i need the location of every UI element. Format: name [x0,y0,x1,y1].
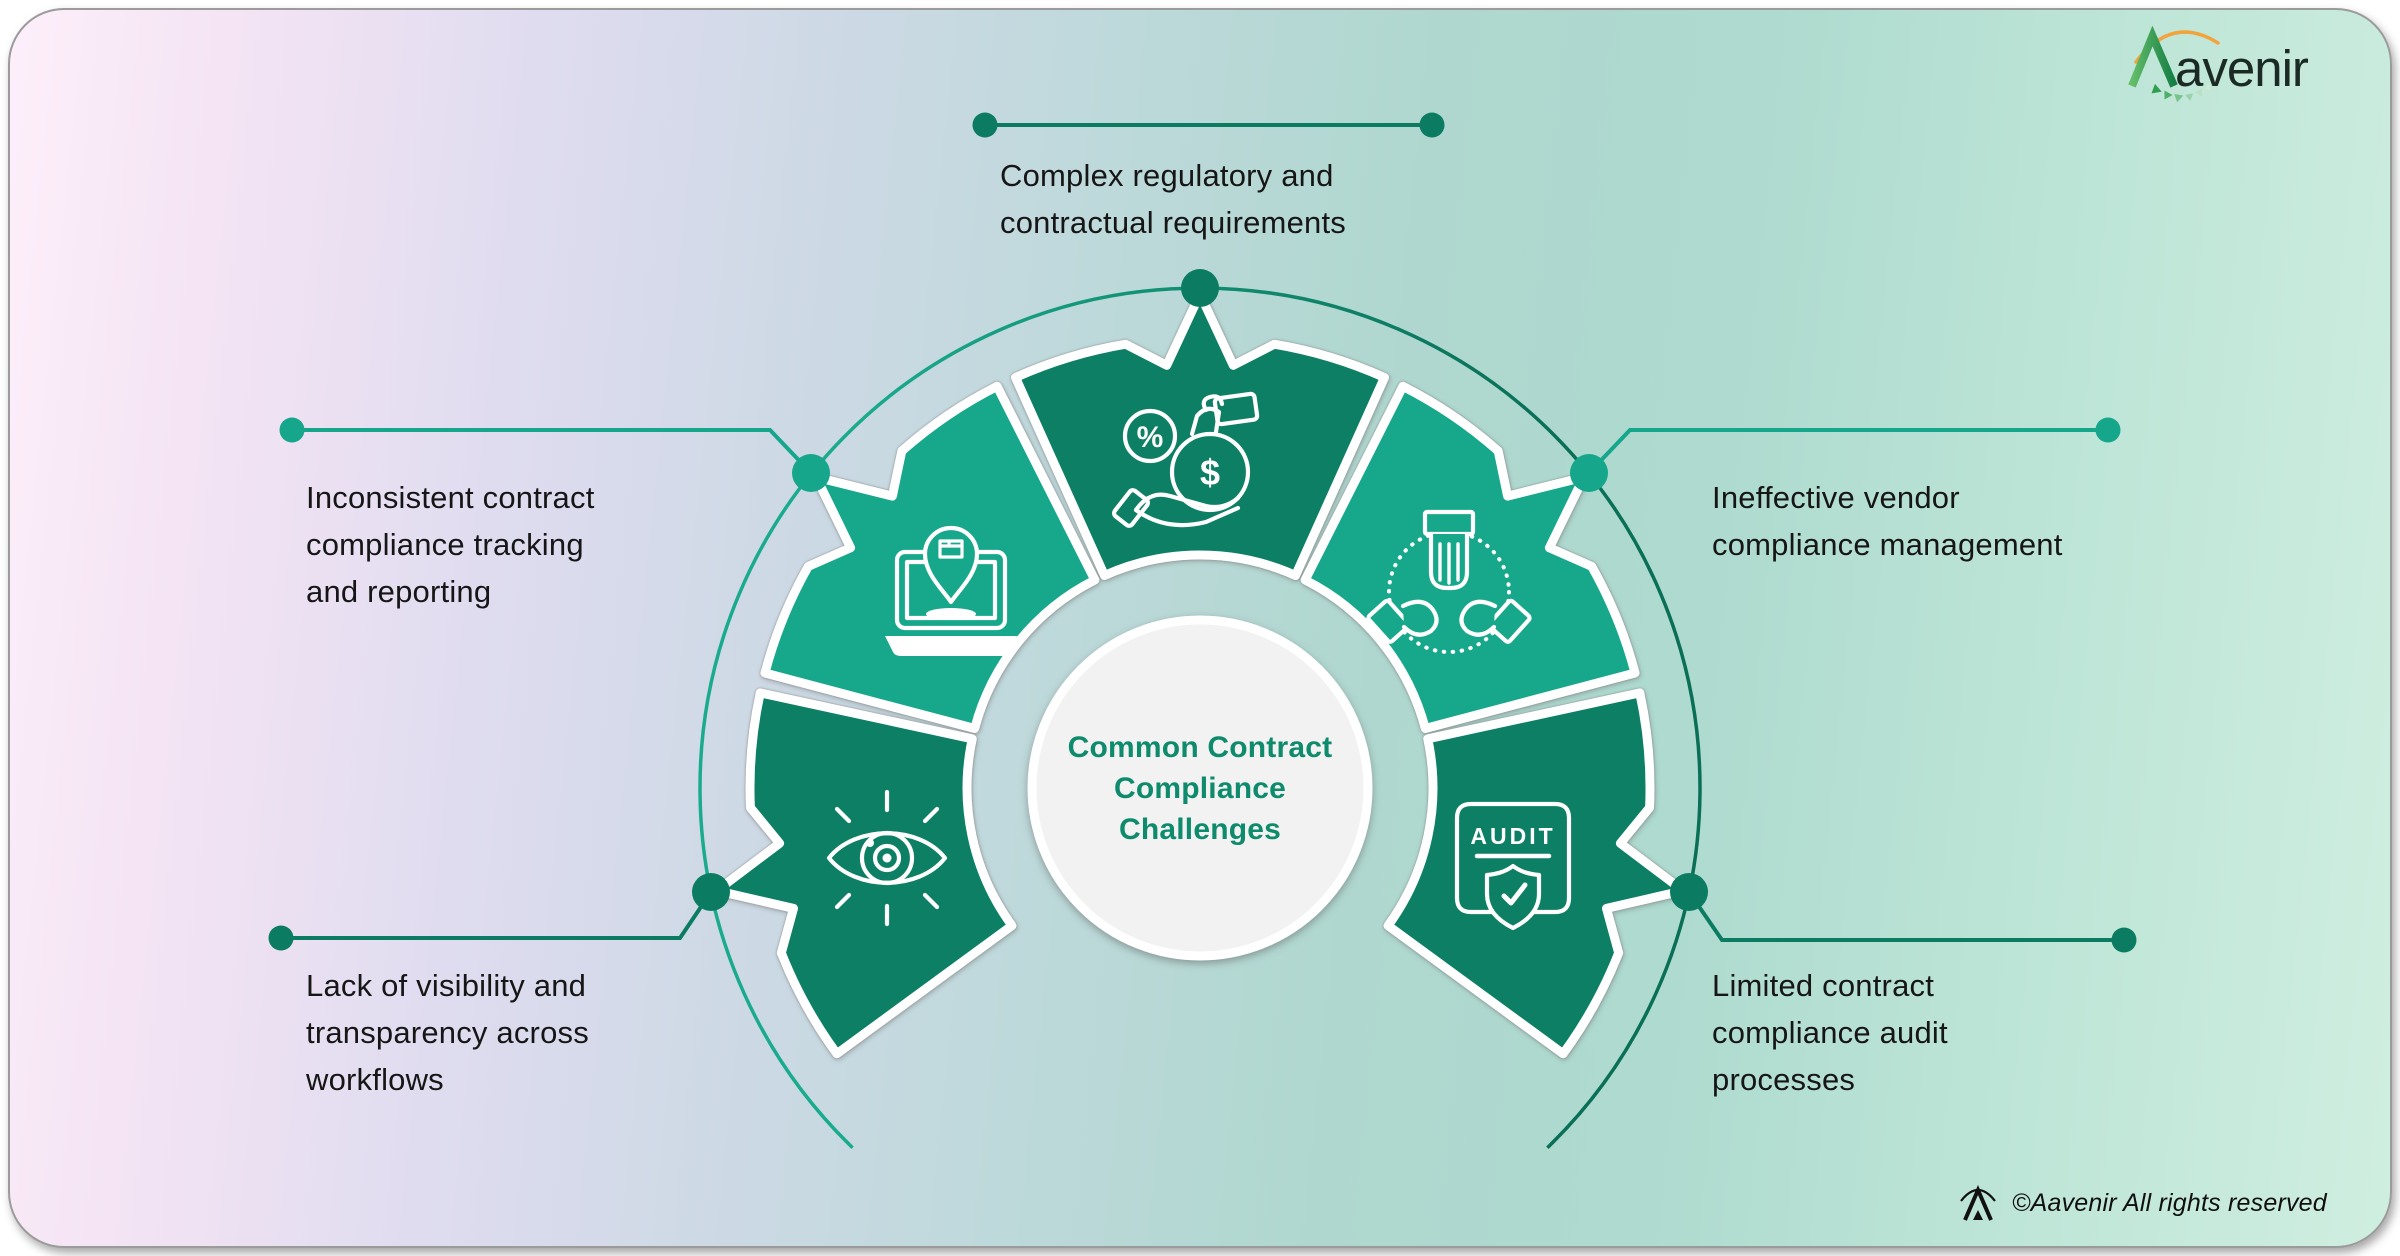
connector-left [279,417,813,475]
money-compliance-icon: % $ [1111,391,1260,528]
connector-bottom-right [1687,890,2137,953]
label-line: compliance management [1712,527,2063,562]
label-line: Ineffective vendor [1712,480,1960,515]
footer-logo-mark [1960,1184,1996,1221]
audit-shield-icon: AUDIT [1454,801,1572,931]
label-line: contractual requirements [1000,205,1346,240]
copyright-text: ©Aavenir All rights reserved [2012,1188,2327,1217]
challenge-label-lack-visibility: Lack of visibility and transparency acro… [306,962,589,1103]
audit-glyph-label: AUDIT [1470,823,1555,849]
challenge-label-ineffective-vendor: Ineffective vendor compliance management [1712,474,2063,568]
connector-bottom-left [268,890,713,951]
center-title: Common Contract Compliance Challenges [1032,620,1368,956]
footer-lambda-dot [1973,1210,1983,1220]
label-line: Limited contract [1712,968,1935,1003]
orbit-dots [692,269,1708,911]
aavenir-logo: avenir [2128,22,2338,107]
aavenir-logo-svg: avenir [2128,25,2310,103]
challenge-label-complex-regulatory: Complex regulatory and contractual requi… [1000,152,1346,246]
label-line: transparency across [306,1015,589,1050]
dollar-glyph: $ [1200,452,1220,493]
connector-top [972,112,1445,138]
footer-lambda [1963,1184,1993,1221]
label-line: compliance tracking [306,527,584,562]
footer: ©Aavenir All rights reserved [1956,1180,2327,1226]
connector-right [1587,417,2121,475]
challenge-label-inconsistent-tracking: Inconsistent contract compliance trackin… [306,474,595,615]
label-line: Inconsistent contract [306,480,595,515]
challenge-label-limited-audit: Limited contract compliance audit proces… [1712,962,1948,1103]
percent-glyph: % [1137,421,1164,454]
label-line: processes [1712,1062,1856,1097]
label-line: compliance audit [1712,1015,1948,1050]
laptop-tracking-icon [885,525,1017,656]
wheel-segment [712,688,1017,1059]
center-hub [1027,615,1373,961]
label-line: Complex regulatory and [1000,158,1334,193]
label-line: and reporting [306,574,492,609]
center-title-line2: Compliance Challenges [1113,771,1287,846]
logo-lambda-mark [2128,25,2178,88]
label-line: Lack of visibility and [306,968,587,1003]
visibility-eye-icon [826,789,948,927]
logo-triangle-swoosh [2151,83,2212,103]
label-line: workflows [306,1062,444,1097]
logo-wordmark: avenir [2175,40,2309,97]
vendor-hands-icon [1366,509,1532,654]
center-title-line1: Common Contract [1067,730,1333,764]
